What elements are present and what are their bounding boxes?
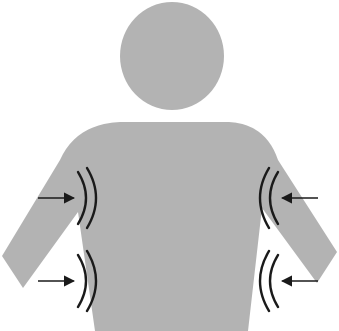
compression-wave-icon (270, 255, 278, 307)
head-shape (120, 2, 224, 110)
compression-wave-icon (78, 255, 86, 307)
torso-with-arms-shape (2, 122, 337, 331)
compression-wave-icon (260, 251, 269, 311)
